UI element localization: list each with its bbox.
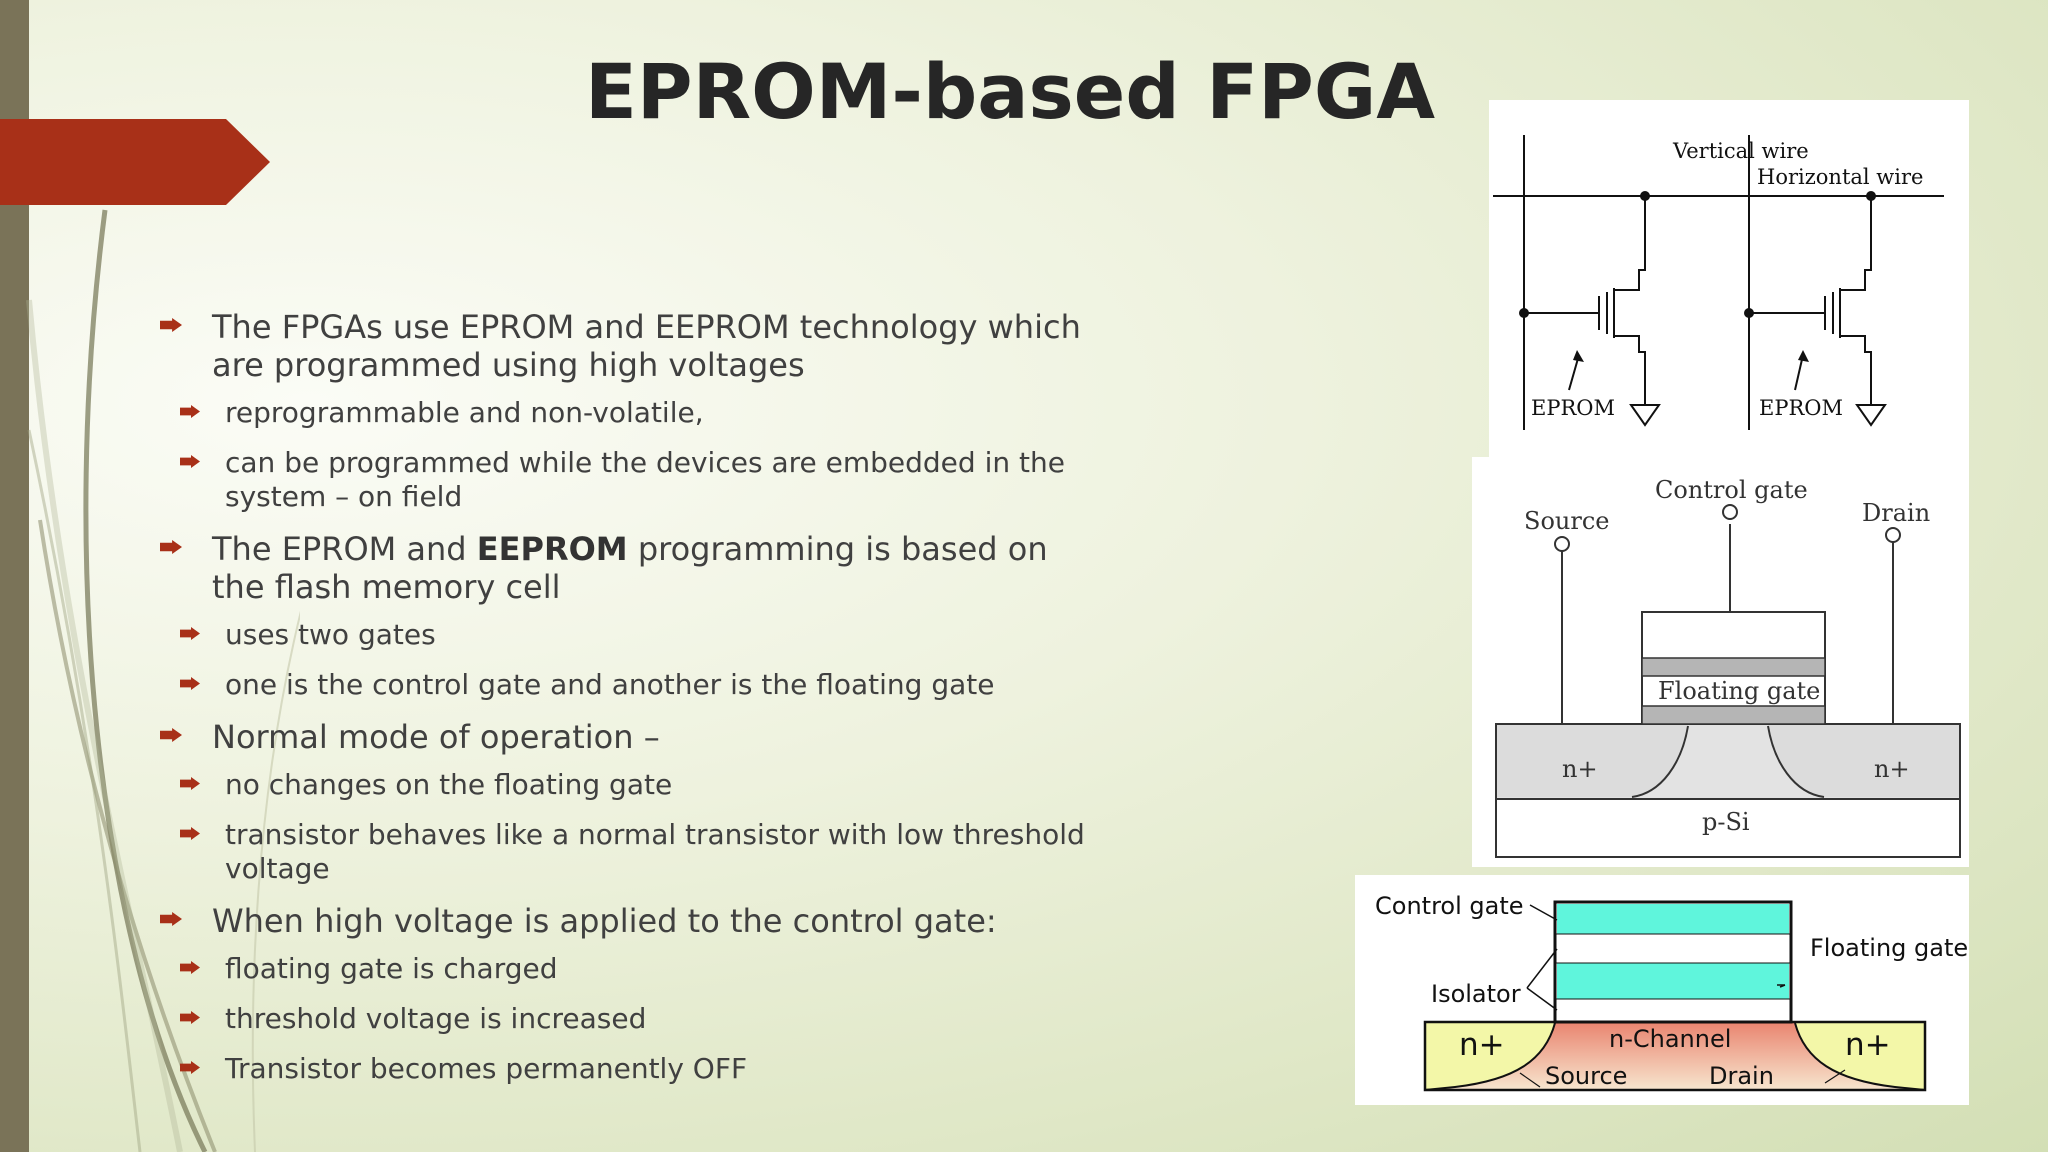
arrow-bullet-icon (180, 627, 200, 640)
source-label: Source (1545, 1062, 1627, 1090)
vertical-wire-label: Vertical wire (1672, 139, 1809, 163)
sub-bullet-text: one is the control gate and another is t… (225, 668, 995, 701)
slide-title: EPROM-based FPGA (584, 47, 1436, 136)
arrow-bullet-icon (180, 827, 200, 840)
eprom-interconnect-figure: Vertical wire Horizontal wire EPROM EPRO… (1489, 100, 1969, 457)
sub-bullet-1-2: can be programmed while the devices are … (108, 446, 1100, 514)
bullet-2-text-end: programming is based on the flash memory… (212, 530, 1048, 606)
floating-gate-label: Floating gate (1810, 934, 1968, 962)
arrow-bullet-icon (180, 961, 200, 974)
arrow-bullet-icon (180, 1061, 200, 1074)
title-accent-arrow (0, 119, 270, 205)
colored-flash-cell-diagram: Control gate Floating gate Isolator n+ n… (1375, 892, 1968, 1092)
n-plus-right-label: n+ (1874, 755, 1910, 783)
source-terminal-label: Source (1524, 507, 1609, 535)
bullet-4-text: When high voltage is applied to the cont… (212, 902, 997, 940)
bullet-3-text: Normal mode of operation – (212, 718, 660, 756)
sub-bullet-4-3: Transistor becomes permanently OFF (108, 1052, 1100, 1086)
isolator-label: Isolator (1431, 980, 1521, 1008)
flash-cell-diagram: Source Control gate Drain Floating gate … (1495, 476, 1961, 858)
sub-bullet-1-1: reprogrammable and non-volatile, (108, 396, 1100, 430)
arrow-bullet-icon (160, 318, 182, 332)
flash-cell-figure: Source Control gate Drain Floating gate … (1472, 457, 1969, 867)
n-plus-left-label: n+ (1562, 755, 1598, 783)
drain-terminal-label: Drain (1862, 499, 1930, 527)
arrow-bullet-icon (180, 1011, 200, 1024)
arrow-bullet-icon (160, 912, 182, 926)
arrow-bullet-icon (180, 455, 200, 468)
eprom-interconnect-diagram: Vertical wire Horizontal wire EPROM EPRO… (1493, 135, 1944, 430)
arrow-bullet-icon (180, 777, 200, 790)
horizontal-wire-label: Horizontal wire (1757, 165, 1923, 189)
arrow-bullet-icon (160, 728, 182, 742)
decorative-swirls (26, 209, 300, 1152)
drain-label: Drain (1709, 1062, 1774, 1090)
sub-bullet-text: transistor behaves like a normal transis… (225, 818, 1085, 885)
sub-bullet-text: Transistor becomes permanently OFF (225, 1052, 748, 1085)
bullet-1-text: The FPGAs use EPROM and EEPROM technolog… (212, 308, 1081, 384)
substrate-label: p-Si (1702, 808, 1750, 836)
arrow-bullet-icon (180, 405, 200, 418)
eprom-right-label: EPROM (1759, 396, 1843, 420)
floating-gate-label: Floating gate (1658, 677, 1820, 705)
sub-bullet-text: no changes on the floating gate (225, 768, 673, 801)
sub-bullet-3-1: no changes on the floating gate (108, 768, 1100, 802)
sub-bullet-text: uses two gates (225, 618, 436, 651)
eprom-left-label: EPROM (1531, 396, 1615, 420)
sub-bullet-2-1: uses two gates (108, 618, 1100, 652)
control-gate-terminal-label: Control gate (1655, 476, 1808, 504)
bullet-2-bold-term: EEPROM (476, 530, 628, 568)
n-channel-label: n-Channel (1609, 1025, 1731, 1053)
sub-bullet-text: floating gate is charged (225, 952, 558, 985)
sub-bullet-text: can be programmed while the devices are … (225, 446, 1065, 513)
arrow-bullet-icon (160, 540, 182, 554)
sub-bullet-2-2: one is the control gate and another is t… (108, 668, 1100, 702)
colored-flash-cell-figure: Control gate Floating gate Isolator n+ n… (1355, 875, 1969, 1105)
bullet-2-text-start: The EPROM and (212, 530, 477, 568)
n-plus-right-label: n+ (1845, 1027, 1891, 1063)
sub-bullet-text: threshold voltage is increased (225, 1002, 647, 1035)
n-plus-left-label: n+ (1459, 1027, 1505, 1063)
control-gate-label: Control gate (1375, 892, 1524, 920)
bullet-2: The EPROM and EEPROM programming is base… (160, 530, 1100, 606)
sub-bullet-text: reprogrammable and non-volatile, (225, 396, 704, 429)
sub-bullet-4-1: floating gate is charged (108, 952, 1100, 986)
sub-bullet-4-2: threshold voltage is increased (108, 1002, 1100, 1036)
sub-bullet-3-2: transistor behaves like a normal transis… (108, 818, 1100, 886)
bullet-3: Normal mode of operation – (160, 718, 1100, 756)
bullet-1: The FPGAs use EPROM and EEPROM technolog… (160, 308, 1100, 384)
bullet-list: The FPGAs use EPROM and EEPROM technolog… (160, 308, 1100, 1102)
bullet-4: When high voltage is applied to the cont… (160, 902, 1100, 940)
arrow-bullet-icon (180, 677, 200, 690)
